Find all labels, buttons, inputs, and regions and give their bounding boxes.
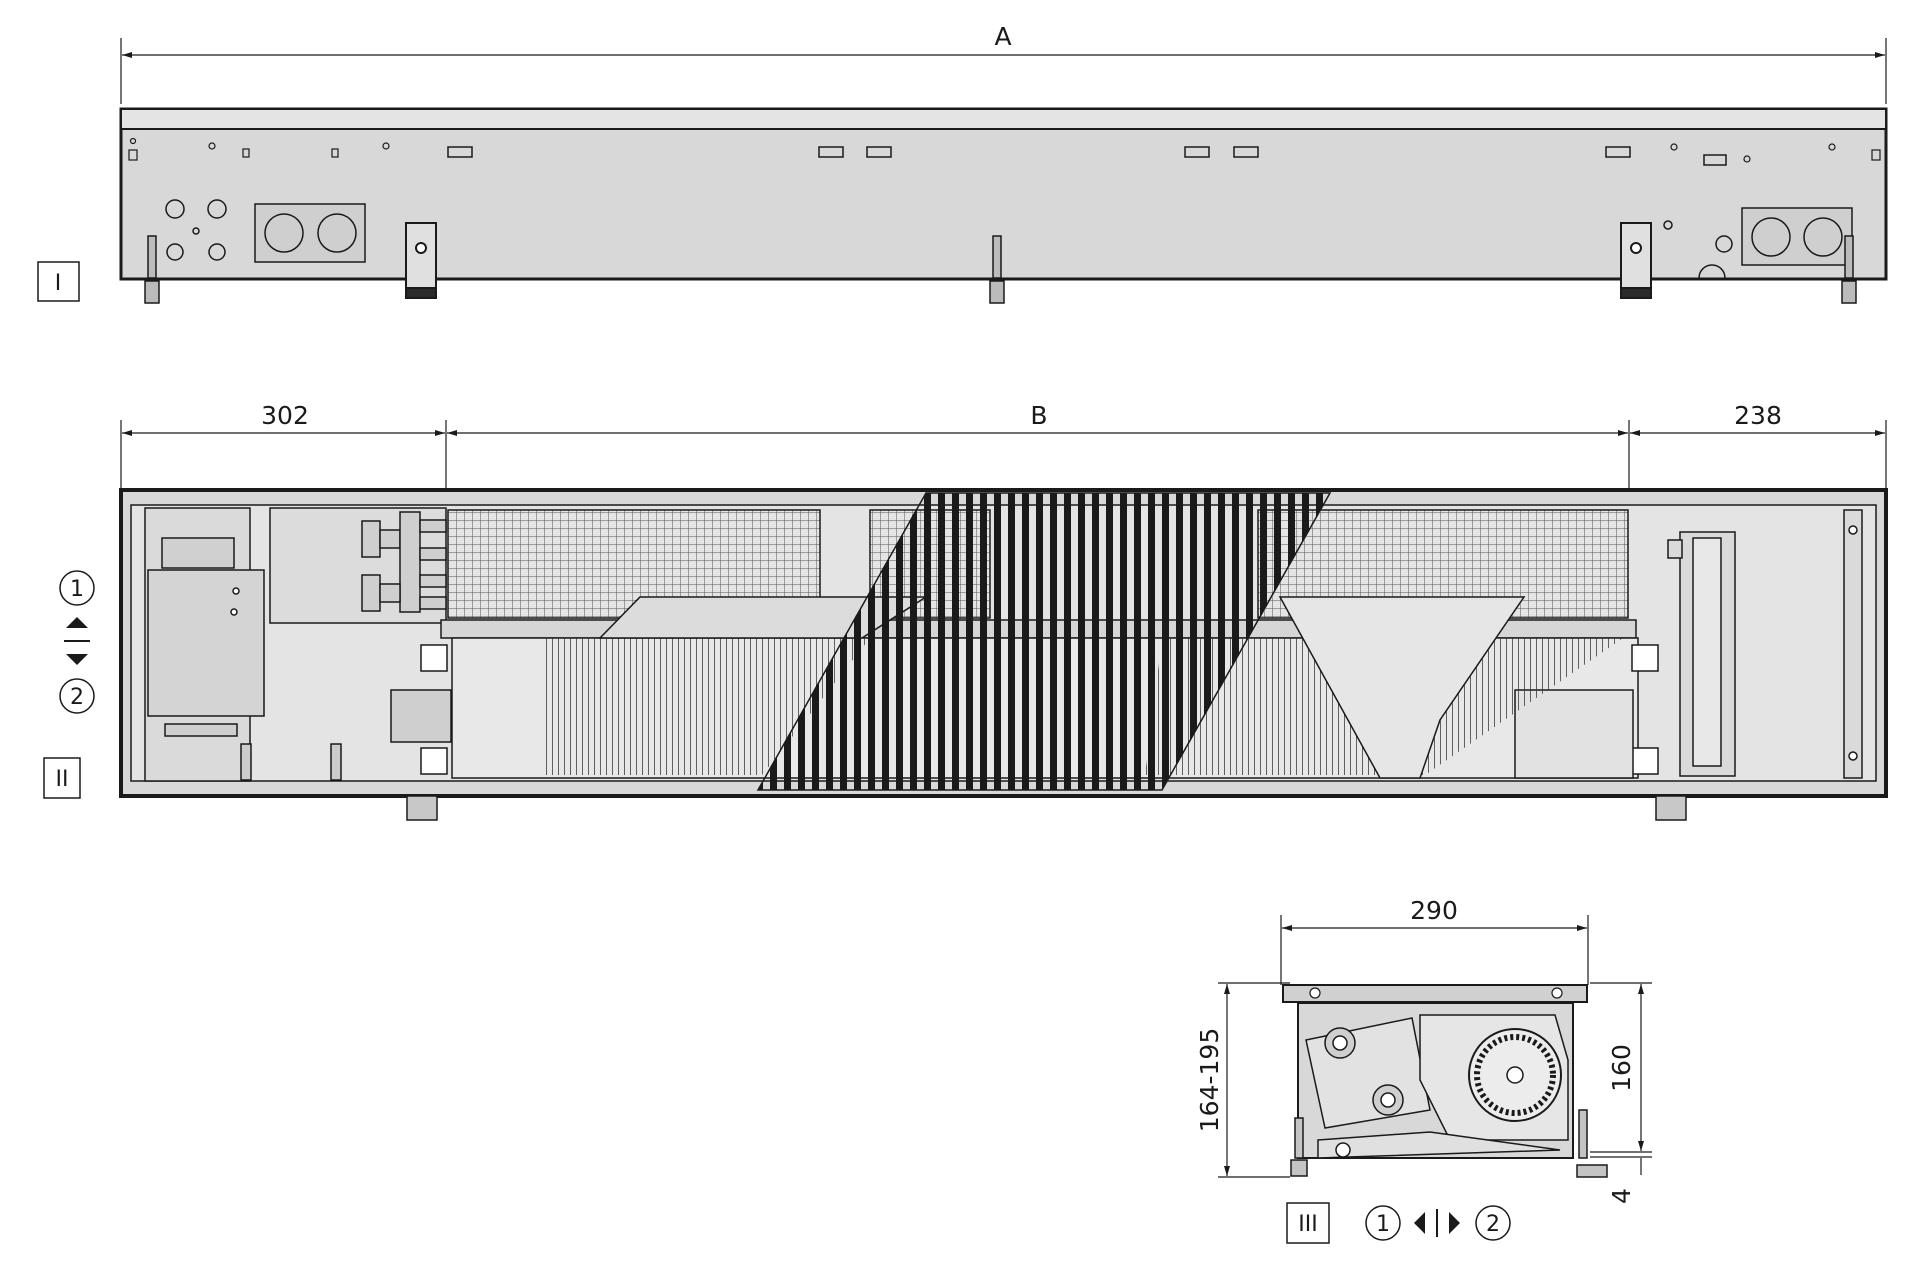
view-badge-ii [43, 757, 81, 799]
view-badge-iii [1286, 1202, 1330, 1244]
connection-1-label-iii: 1 [1376, 1212, 1390, 1237]
top-view: 302 B 238 [43, 401, 1888, 821]
view-badge-i-label: I [55, 271, 62, 296]
dimension-238-label: 238 [1734, 401, 1782, 430]
top-rim [120, 108, 1887, 130]
section-tray [1317, 1131, 1561, 1159]
dimension-160: 160 4 [1590, 982, 1652, 1204]
dimension-160-label: 160 [1607, 1044, 1636, 1092]
dimension-302-label: 302 [261, 401, 309, 430]
dimension-290-label: 290 [1410, 896, 1458, 925]
section-fan [1468, 1028, 1562, 1122]
dimension-290: 290 [1280, 896, 1589, 985]
right-pipework [1667, 509, 1863, 779]
mounting-brackets [405, 222, 1652, 299]
connection-1-label: 1 [70, 577, 84, 602]
view-badge-iii-label: III [1298, 1212, 1317, 1237]
dimension-chain-top: 302 B 238 [120, 401, 1887, 520]
connection-2-label: 2 [70, 685, 84, 710]
flow-indicator-horizontal: 1 2 [1365, 1205, 1511, 1241]
right-connection-holes [1663, 207, 1853, 279]
dimension-164-195: 164-195 [1195, 982, 1290, 1178]
dimension-4-label: 4 [1607, 1188, 1636, 1204]
rail-clips [447, 146, 1727, 166]
dimension-164-195-label: 164-195 [1195, 1028, 1224, 1132]
top-view-feet [406, 795, 1687, 821]
cross-section-view: 290 164-195 160 4 [1195, 896, 1652, 1244]
section-rim [1282, 984, 1588, 1003]
dimension-b-label: B [1030, 401, 1047, 430]
connection-2-label-iii: 2 [1486, 1212, 1500, 1237]
small-holes [128, 137, 1881, 163]
cover-plate-right [1278, 596, 1526, 779]
dimension-a-label: A [994, 22, 1011, 51]
levelling-feet [144, 235, 1857, 304]
dimension-a: A [120, 22, 1887, 104]
view-badge-i [37, 261, 80, 302]
control-box [144, 507, 342, 782]
grille-outline [756, 492, 1332, 791]
section-valves [1324, 1027, 1404, 1116]
section-feet [1290, 1109, 1608, 1178]
view-badge-ii-label: II [56, 767, 69, 792]
left-connection-holes [165, 199, 366, 263]
flow-indicator-vertical: 1 2 [59, 570, 95, 714]
valves [361, 511, 447, 613]
side-view: A [37, 22, 1888, 304]
